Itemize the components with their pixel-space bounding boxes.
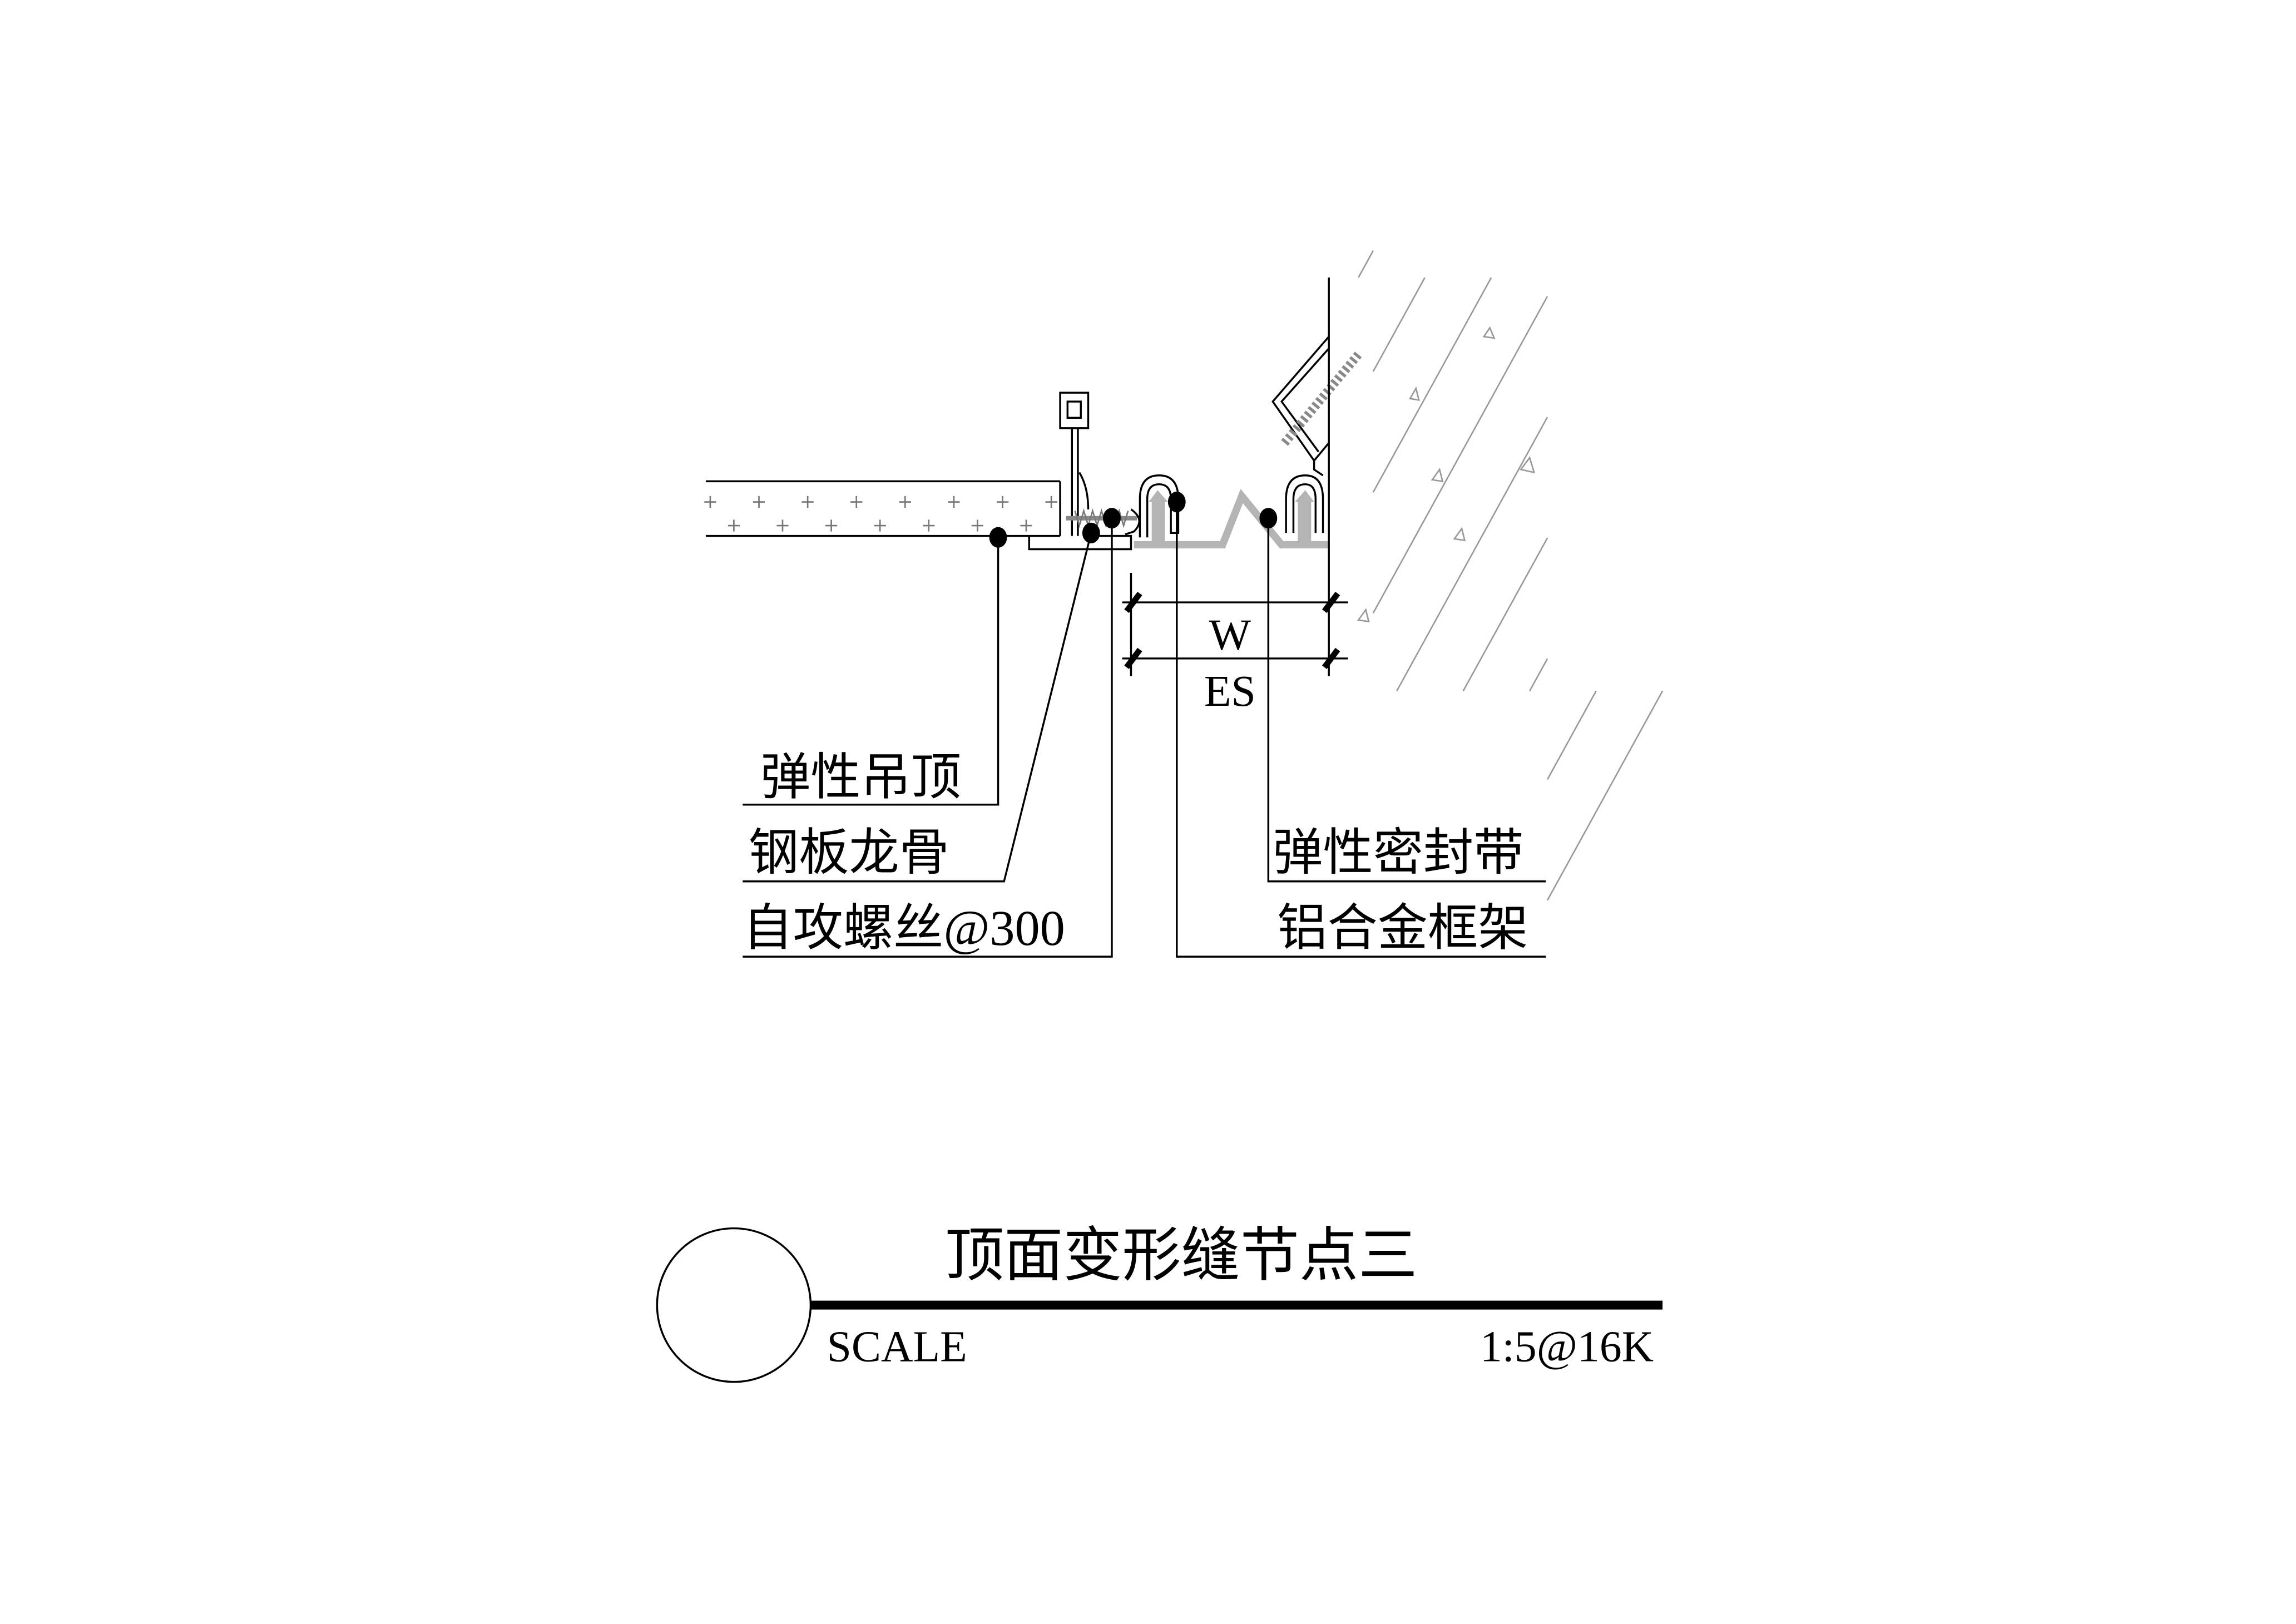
callout-elastic-seal: 弹性密封带 [1273,825,1523,881]
callout-steel-keel: 钢板龙骨 [749,825,949,881]
drawing-title: 顶面变形缝节点三 [945,1223,1417,1289]
leader-lines [743,491,1546,958]
elastic-seal-strip [1134,488,1329,549]
concrete-wall [1328,250,1664,901]
scale-label: SCALE [827,1322,967,1371]
dimension-lines: W ES [1122,572,1348,716]
elastic-ceiling-board [704,480,1061,537]
callout-self-tapping-screw: 自攻螺丝@300 [743,900,1065,956]
dimension-w: W [1209,611,1251,660]
dimension-es: ES [1204,667,1256,716]
scale-value: 1:5@16K [1480,1322,1654,1371]
title-block: 顶面变形缝节点三 SCALE 1:5@16K [656,1223,1663,1383]
steel-channel [1028,472,1132,551]
hanger-rod [1059,392,1090,536]
detail-number-circle [656,1227,812,1383]
callout-elastic-ceiling: 弹性吊顶 [760,750,961,805]
callout-aluminium-frame: 铝合金框架 [1277,900,1528,956]
aluminium-frame [1139,336,1362,538]
